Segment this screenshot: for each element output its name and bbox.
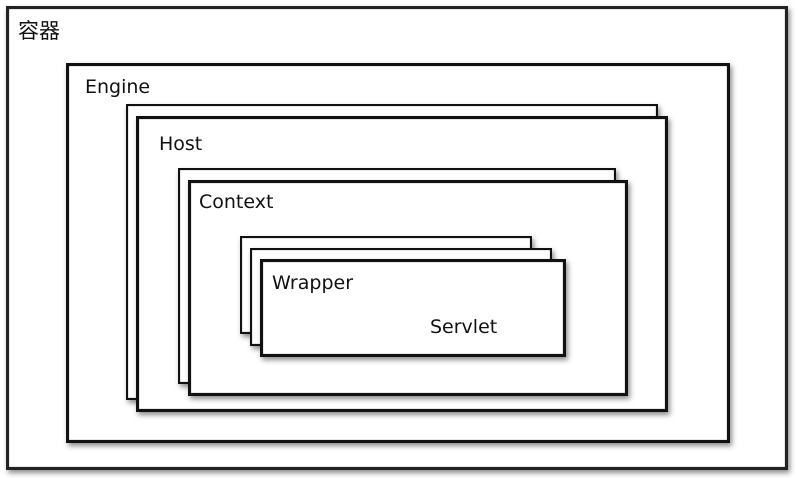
servlet-label: Servlet: [430, 316, 498, 338]
container-label: 容器: [18, 19, 60, 43]
wrapper-label: Wrapper: [272, 272, 354, 294]
engine-label: Engine: [85, 76, 151, 98]
host-label: Host: [159, 133, 203, 155]
context-label: Context: [199, 191, 274, 213]
wrapper-box: Wrapper Servlet: [260, 259, 566, 357]
